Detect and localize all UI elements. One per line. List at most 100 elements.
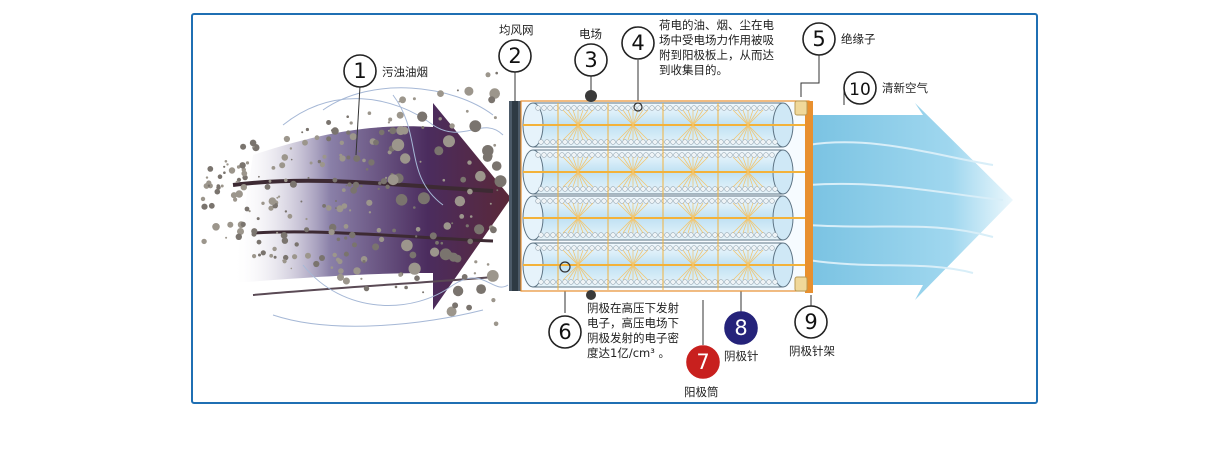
discharge-spark bbox=[617, 249, 634, 266]
marker-8: 8 bbox=[724, 311, 758, 345]
discharge-spark bbox=[562, 217, 579, 234]
collected-particle bbox=[598, 232, 604, 238]
smoke-particle bbox=[309, 161, 313, 165]
collected-particle bbox=[676, 232, 682, 238]
collected-particle bbox=[766, 279, 772, 285]
discharge-spark bbox=[627, 156, 634, 173]
discharge-spark bbox=[747, 124, 764, 141]
collected-particle bbox=[757, 152, 763, 158]
collected-particle bbox=[661, 245, 667, 251]
smoke-particle bbox=[409, 251, 417, 259]
discharge-spark bbox=[692, 109, 704, 126]
discharge-spark bbox=[617, 202, 634, 219]
smoke-particle bbox=[456, 89, 459, 92]
collected-particle bbox=[580, 232, 586, 238]
marker-number: 8 bbox=[734, 316, 747, 340]
discharge-spark bbox=[577, 109, 594, 126]
smoke-particle bbox=[449, 123, 455, 129]
smoke-particle bbox=[373, 139, 379, 146]
collected-particle bbox=[769, 105, 775, 111]
smoke-particle bbox=[398, 272, 403, 277]
collected-particle bbox=[727, 152, 733, 158]
smoke-particle bbox=[226, 163, 229, 166]
discharge-spark bbox=[687, 124, 694, 141]
discharge-spark bbox=[617, 156, 634, 173]
discharge-spark bbox=[682, 124, 694, 141]
collected-particle bbox=[634, 279, 640, 285]
discharge-spark bbox=[632, 264, 649, 281]
collected-particle bbox=[772, 232, 778, 238]
collected-particle bbox=[697, 198, 703, 204]
collected-particle bbox=[613, 152, 619, 158]
collected-particle bbox=[751, 152, 757, 158]
collected-particle bbox=[724, 186, 730, 192]
collected-particle bbox=[616, 139, 622, 145]
marker-number: 10 bbox=[849, 80, 871, 100]
smoke-particle bbox=[287, 213, 293, 219]
smoke-particle bbox=[353, 155, 361, 162]
smoke-particle bbox=[331, 127, 339, 135]
smoke-particle bbox=[473, 272, 477, 275]
discharge-spark bbox=[737, 171, 749, 188]
smoke-particle bbox=[220, 184, 224, 188]
discharge-spark bbox=[747, 171, 754, 188]
smoke-particle bbox=[235, 190, 243, 198]
collected-particle bbox=[670, 232, 676, 238]
discharge-spark bbox=[632, 171, 649, 188]
smoke-particle bbox=[465, 109, 469, 113]
collected-particle bbox=[622, 232, 628, 238]
discharge-spark bbox=[747, 171, 764, 188]
discharge-spark bbox=[747, 171, 759, 188]
smoke-particle bbox=[395, 194, 408, 206]
callout-anchor bbox=[633, 102, 643, 112]
smoke-particle bbox=[281, 237, 289, 244]
collected-particle bbox=[592, 232, 598, 238]
discharge-spark bbox=[687, 249, 694, 266]
collected-particle bbox=[769, 152, 775, 158]
discharge-spark bbox=[622, 109, 634, 126]
collected-particle bbox=[712, 232, 718, 238]
discharge-spark bbox=[577, 124, 584, 141]
collected-particle bbox=[655, 152, 661, 158]
smoke-particle bbox=[281, 154, 289, 161]
collected-particle bbox=[586, 232, 592, 238]
collected-particle bbox=[544, 139, 550, 145]
collected-particle bbox=[682, 232, 688, 238]
discharge-spark bbox=[687, 156, 694, 173]
smoke-particle bbox=[313, 260, 320, 268]
collected-particle bbox=[706, 139, 712, 145]
collected-particle bbox=[565, 245, 571, 251]
smoke-particle bbox=[380, 178, 387, 185]
discharge-spark bbox=[732, 249, 749, 266]
smoke-particle bbox=[372, 243, 380, 251]
collected-particle bbox=[640, 279, 646, 285]
smoke-particle bbox=[307, 176, 310, 179]
discharge-spark bbox=[632, 124, 644, 141]
collected-particle bbox=[544, 232, 550, 238]
collected-particle bbox=[748, 232, 754, 238]
collected-particle bbox=[736, 232, 742, 238]
collected-particle bbox=[589, 105, 595, 111]
collected-particle bbox=[649, 105, 655, 111]
discharge-spark bbox=[747, 217, 754, 234]
discharge-spark bbox=[567, 249, 579, 266]
collected-particle bbox=[670, 279, 676, 285]
discharge-spark bbox=[747, 264, 764, 281]
discharge-spark bbox=[562, 171, 579, 188]
collected-particle bbox=[709, 152, 715, 158]
discharge-spark bbox=[632, 109, 649, 126]
discharge-spark bbox=[622, 249, 634, 266]
smoke-particle bbox=[494, 175, 507, 188]
collected-particle bbox=[583, 105, 589, 111]
smoke-particle bbox=[391, 138, 405, 152]
smoke-particle bbox=[268, 197, 277, 205]
collected-particle bbox=[691, 245, 697, 251]
discharge-spark bbox=[692, 202, 709, 219]
discharge-spark bbox=[737, 124, 749, 141]
label-clean-air: 清新空气 bbox=[882, 81, 928, 95]
smoke-particle bbox=[493, 143, 497, 147]
smoke-particle bbox=[289, 147, 293, 150]
collected-particle bbox=[673, 245, 679, 251]
collected-particle bbox=[619, 105, 625, 111]
collected-particle bbox=[712, 186, 718, 192]
